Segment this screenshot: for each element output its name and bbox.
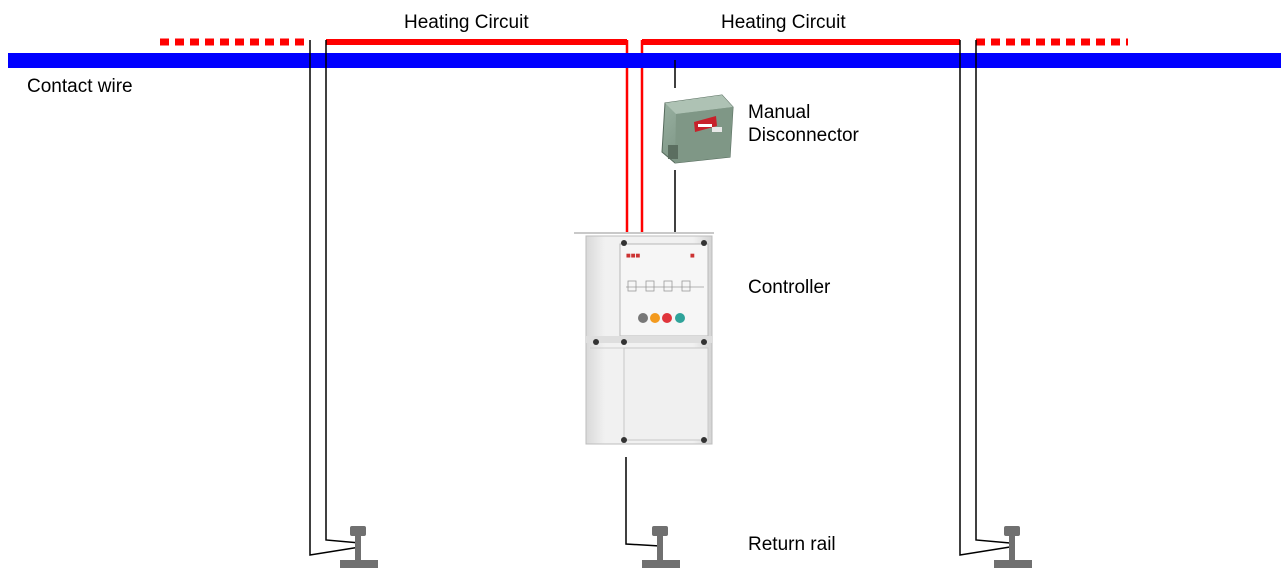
svg-text:■: ■	[690, 253, 695, 259]
return-rail-center	[642, 526, 680, 568]
return-wire-left-inner	[325, 40, 361, 544]
manual-disconnector-device	[661, 94, 734, 164]
controller-cabinet: ■■■ ■	[574, 232, 714, 445]
manual-disconnector-label-line1: Manual	[748, 102, 811, 123]
return-rail-right	[994, 526, 1032, 568]
return-rail-left	[340, 526, 378, 568]
heating-circuit-label-left: Heating Circuit	[404, 12, 529, 33]
manual-disconnector-label: Manual Disconnector	[748, 101, 859, 147]
manual-disconnector-label-line2: Disconnector	[748, 125, 859, 146]
return-wire-right-inner	[975, 40, 1011, 544]
svg-text:■■■: ■■■	[626, 253, 640, 259]
return-wire-right-outer	[959, 40, 1011, 556]
return-rail-label: Return rail	[748, 534, 836, 555]
contact-wire-label: Contact wire	[27, 76, 133, 97]
controller-return-wire	[625, 457, 661, 547]
contact-wire	[8, 53, 1281, 68]
controller-label: Controller	[748, 277, 831, 298]
return-wire-left-outer	[309, 40, 361, 556]
heating-circuit-label-right: Heating Circuit	[721, 12, 846, 33]
